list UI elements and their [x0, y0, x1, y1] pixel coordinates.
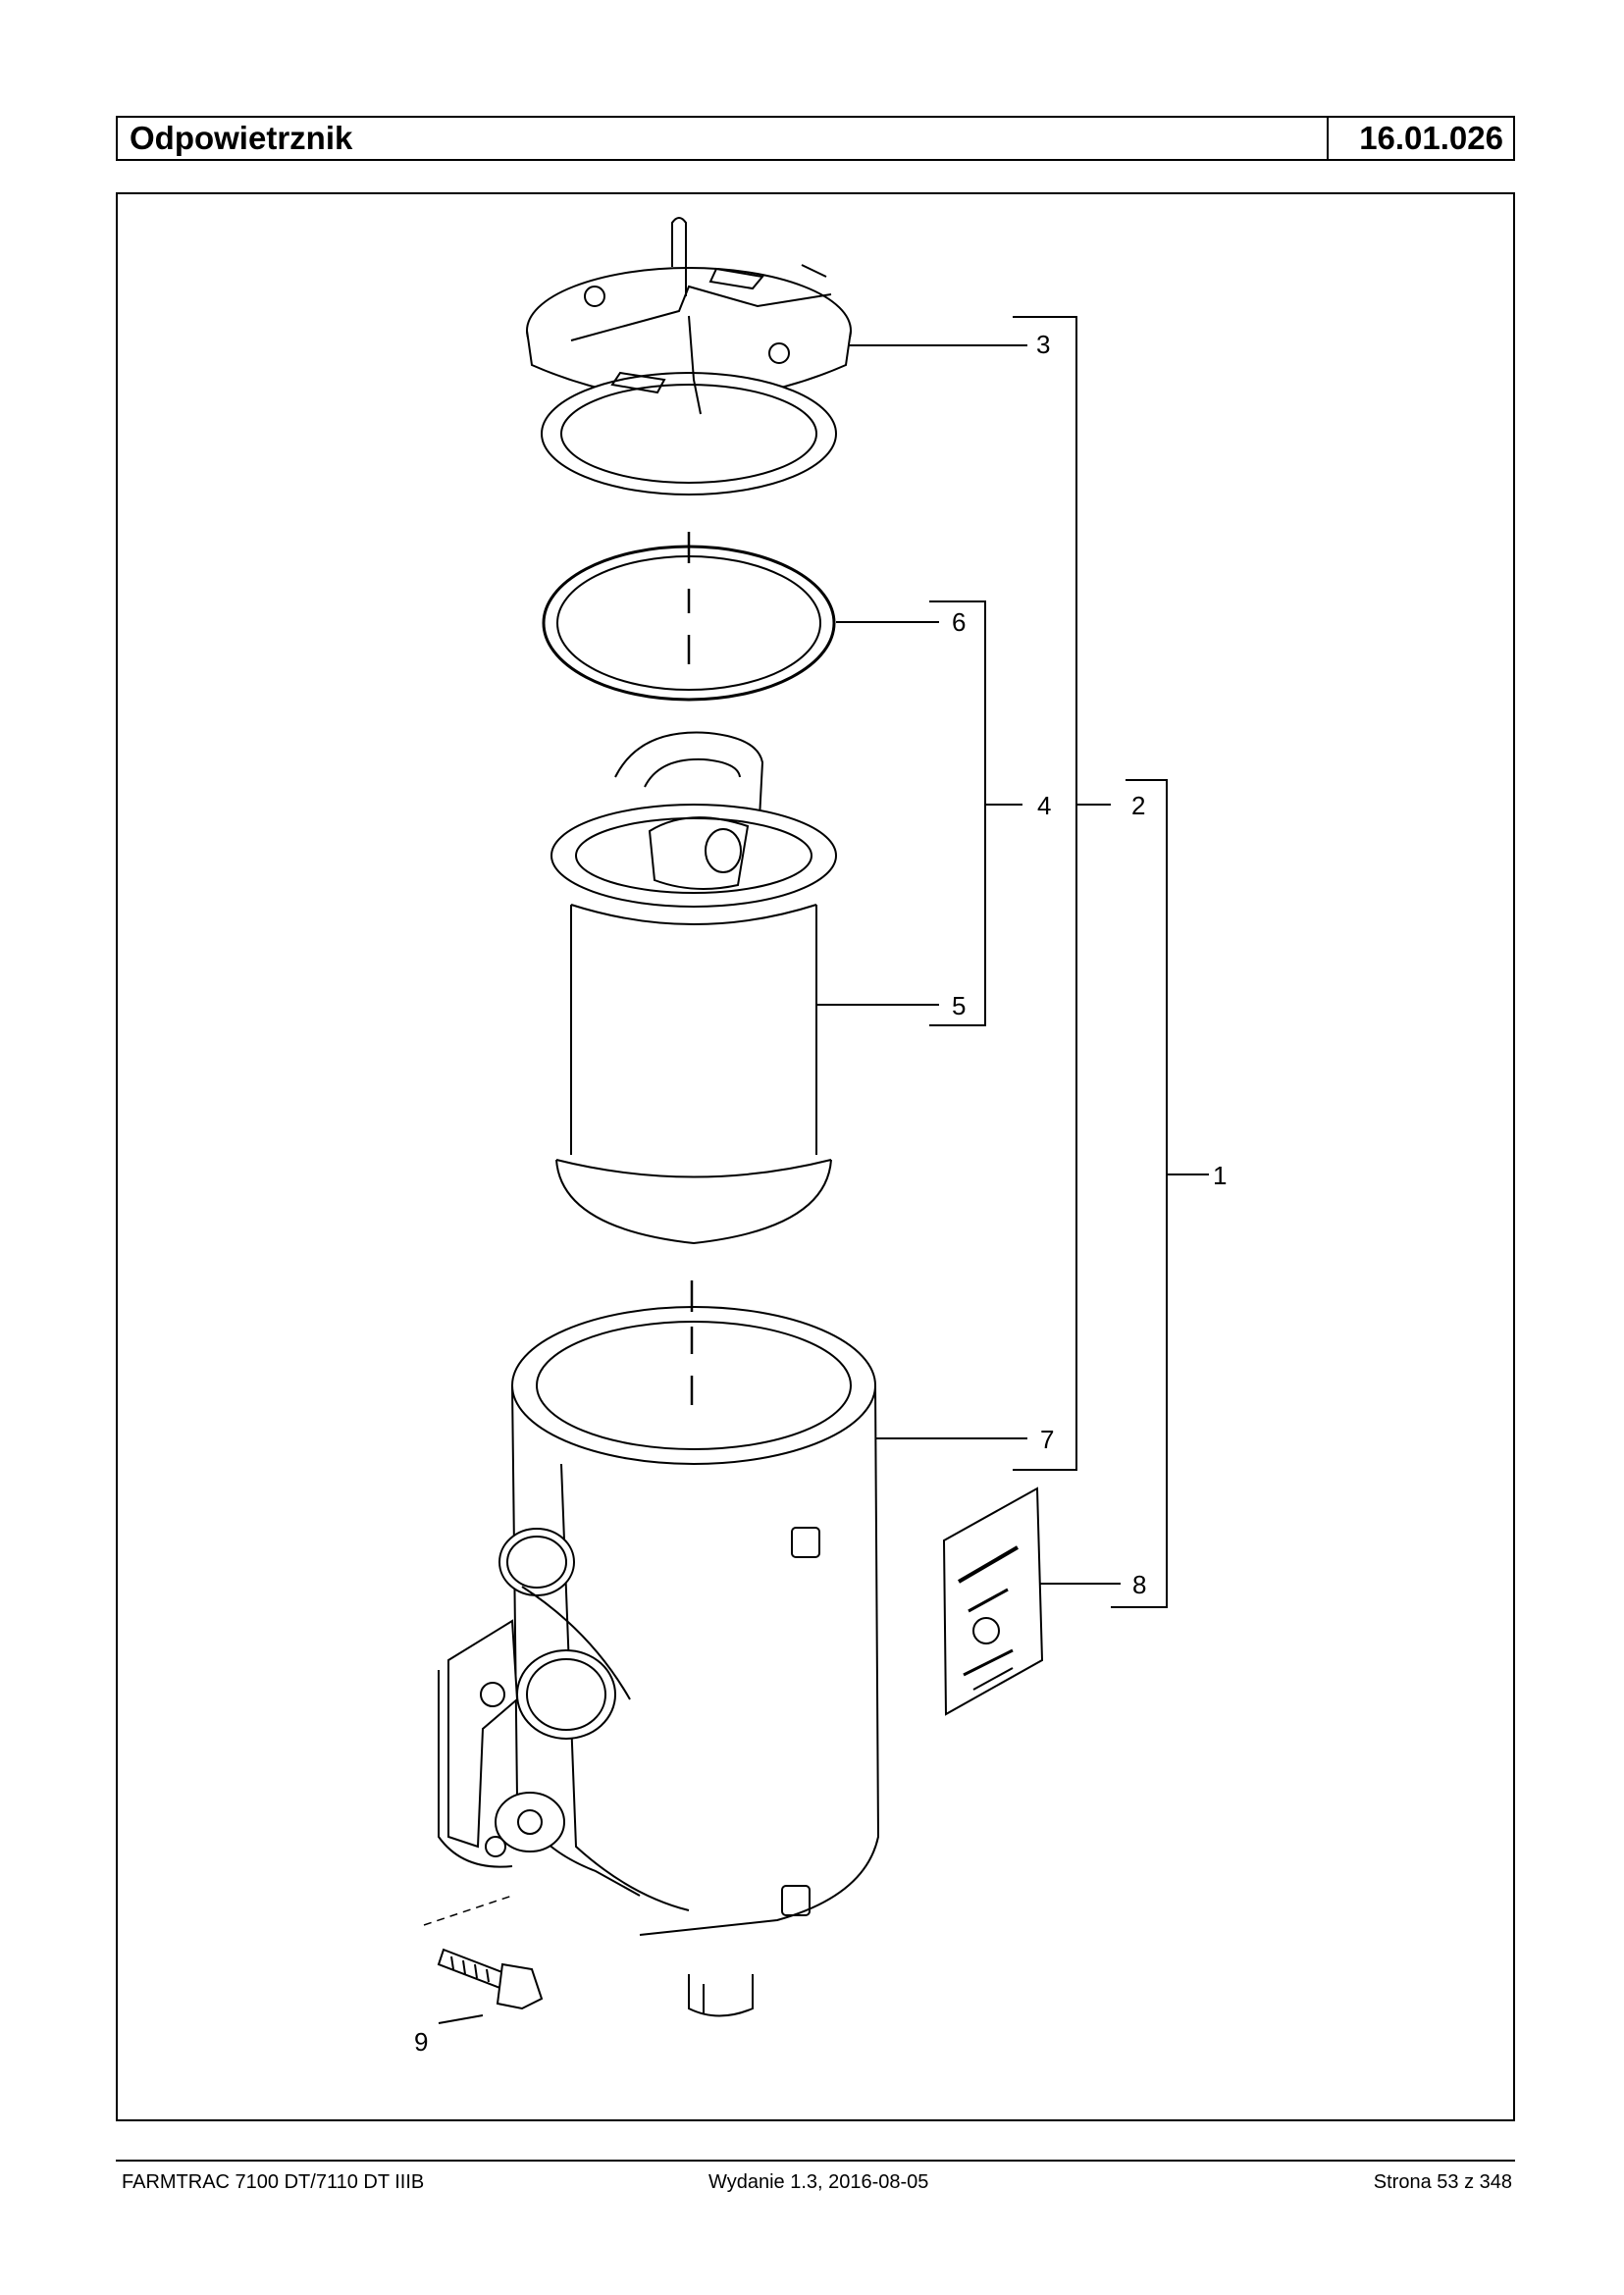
- page-title: Odpowietrznik: [130, 120, 353, 156]
- part-cap: [526, 217, 852, 496]
- leader-lines: [438, 316, 1209, 2024]
- diagram-frame: 1 2 3 4 5 6 7 8 9: [116, 192, 1515, 2121]
- callout-2: 2: [1131, 791, 1145, 820]
- exploded-parts-diagram: 1 2 3 4 5 6 7 8 9: [414, 217, 1227, 2057]
- callout-9: 9: [414, 2027, 428, 2057]
- footer-edition: Wydanie 1.3, 2016-08-05: [708, 2171, 929, 2193]
- callout-6: 6: [952, 607, 966, 637]
- footer-rule: [116, 2160, 1515, 2162]
- callout-7: 7: [1040, 1425, 1054, 1454]
- part-ring-seal: [542, 545, 836, 702]
- callout-5: 5: [952, 991, 966, 1020]
- callout-4: 4: [1037, 791, 1051, 820]
- part-housing: [438, 1306, 880, 2017]
- part-filter-element: [550, 731, 837, 1245]
- callout-3: 3: [1036, 330, 1050, 359]
- page-header: Odpowietrznik 16.01.026: [116, 116, 1515, 161]
- callouts: 1 2 3 4 5 6 7 8 9: [414, 330, 1227, 2057]
- part-bolt: [423, 1895, 544, 2010]
- footer-model: FARMTRAC 7100 DT/7110 DT IIIB: [122, 2171, 425, 2193]
- part-label-card: [942, 1487, 1044, 1716]
- callout-8: 8: [1132, 1570, 1146, 1599]
- centre-axis: [687, 532, 694, 1405]
- footer-page: Strona 53 z 348: [1373, 2171, 1512, 2193]
- section-code: 16.01.026: [1327, 118, 1513, 159]
- callout-1: 1: [1213, 1161, 1227, 1190]
